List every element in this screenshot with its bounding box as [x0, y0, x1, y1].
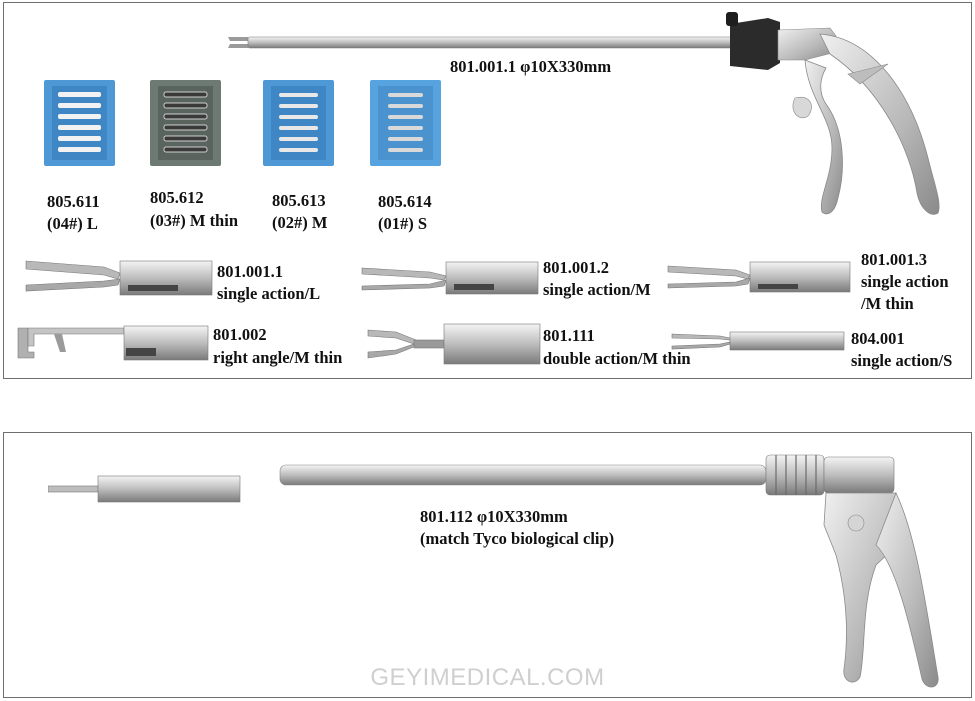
tip-desc-line2: /M thin: [861, 294, 914, 313]
shaft-tip-image: [48, 475, 241, 503]
tip-desc: single action/L: [217, 284, 321, 303]
biological-clip-applier-image: [279, 454, 939, 688]
clip-cartridge-805-612: [150, 80, 221, 166]
tip-code: 801.001.1: [217, 262, 283, 281]
clip-applier-image: [228, 12, 940, 215]
tip-code: 801.002: [213, 325, 267, 344]
cartridge-clips-icon: [158, 86, 213, 160]
tip-image-801-001-1: [25, 260, 213, 296]
cartridge-size: (04#) L: [47, 214, 98, 233]
tip-code: 804.001: [851, 329, 905, 348]
cartridge-code: 805.612: [150, 188, 204, 207]
clip-cartridge-805-614: [370, 80, 441, 166]
cartridge-clips-icon: [271, 86, 326, 160]
tip-image-801-111: [367, 323, 541, 365]
tip-desc: single action: [861, 272, 949, 291]
tip-image-801-001-2: [361, 261, 539, 295]
tip-code: 801.001.2: [543, 258, 609, 277]
cartridge-code: 805.614: [378, 192, 432, 211]
tip-desc: double action/M thin: [543, 349, 691, 368]
cartridge-code: 805.611: [47, 192, 100, 211]
tip-code: 801.111: [543, 326, 595, 345]
tip-desc: right angle/M thin: [213, 348, 343, 367]
tip-code: 801.001.3: [861, 250, 927, 269]
cartridge-size: (02#) M: [272, 213, 328, 232]
tip-desc: single action/S: [851, 351, 953, 370]
cartridge-code: 805.613: [272, 191, 326, 210]
clip-cartridge-805-613: [263, 80, 334, 166]
cartridge-size: (03#) M thin: [150, 211, 238, 230]
cartridge-clips-icon: [378, 86, 433, 160]
cartridge-size: (01#) S: [378, 214, 428, 233]
bottom-instrument-subtitle: (match Tyco biological clip): [420, 529, 615, 548]
tip-image-801-001-3: [667, 261, 851, 293]
watermark-text: GEYIMEDICAL.COM: [370, 664, 605, 691]
clip-cartridge-805-611: [44, 80, 115, 166]
tip-image-801-002: [17, 325, 209, 361]
bottom-instrument-label: 801.112 φ10X330mm: [420, 507, 568, 526]
cartridge-clips-icon: [52, 86, 107, 160]
tip-image-804-001: [671, 331, 845, 351]
tip-desc: single action/M: [543, 280, 651, 299]
main-instrument-label: 801.001.1 φ10X330mm: [450, 57, 612, 76]
